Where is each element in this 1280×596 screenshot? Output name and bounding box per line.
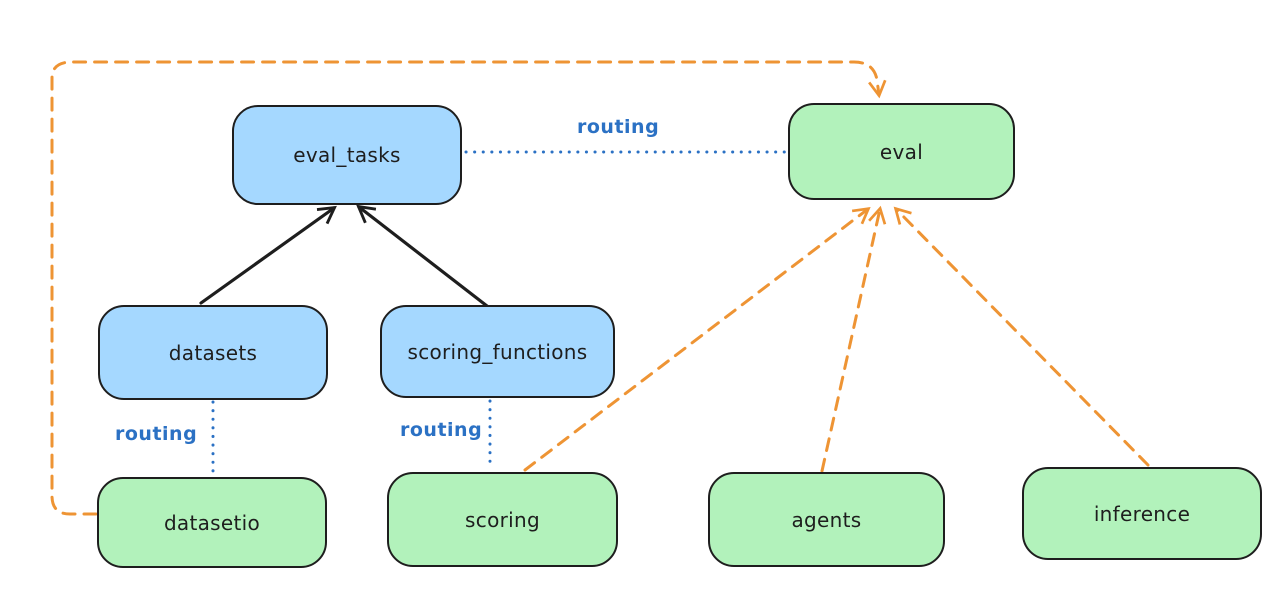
node-datasetio-label: datasetio bbox=[163, 510, 261, 535]
edge-label-routing-eval-tasks-eval: routing bbox=[577, 116, 660, 138]
edge-datasetio-to-eval-loop bbox=[50, 60, 887, 516]
node-datasets: datasets bbox=[98, 305, 328, 400]
node-datasets-label: datasets bbox=[168, 340, 258, 365]
edge-label-routing-scoring-functions-scoring: routing bbox=[400, 419, 483, 441]
node-scoring: scoring bbox=[387, 472, 618, 567]
edge-datasets-to-eval-tasks bbox=[199, 205, 337, 305]
node-agents: agents bbox=[708, 472, 945, 567]
node-scoring-functions-label: scoring_functions bbox=[407, 339, 588, 364]
node-eval-label: eval bbox=[879, 139, 924, 164]
edge-scoring-functions-to-eval-tasks bbox=[356, 204, 489, 308]
node-eval-tasks-label: eval_tasks bbox=[293, 143, 401, 167]
node-inference-label: inference bbox=[1093, 501, 1191, 526]
node-agents-label: agents bbox=[791, 507, 862, 532]
edge-inference-to-eval bbox=[893, 206, 1150, 467]
node-scoring-functions: scoring_functions bbox=[380, 305, 615, 398]
edge-label-routing-datasets-datasetio: routing bbox=[115, 423, 198, 445]
node-scoring-label: scoring bbox=[465, 507, 540, 532]
node-datasetio: datasetio bbox=[97, 477, 327, 568]
node-eval-tasks: eval_tasks bbox=[232, 105, 462, 205]
edge-agents-to-eval bbox=[820, 205, 887, 473]
node-inference: inference bbox=[1022, 467, 1262, 560]
node-eval: eval bbox=[788, 103, 1015, 200]
